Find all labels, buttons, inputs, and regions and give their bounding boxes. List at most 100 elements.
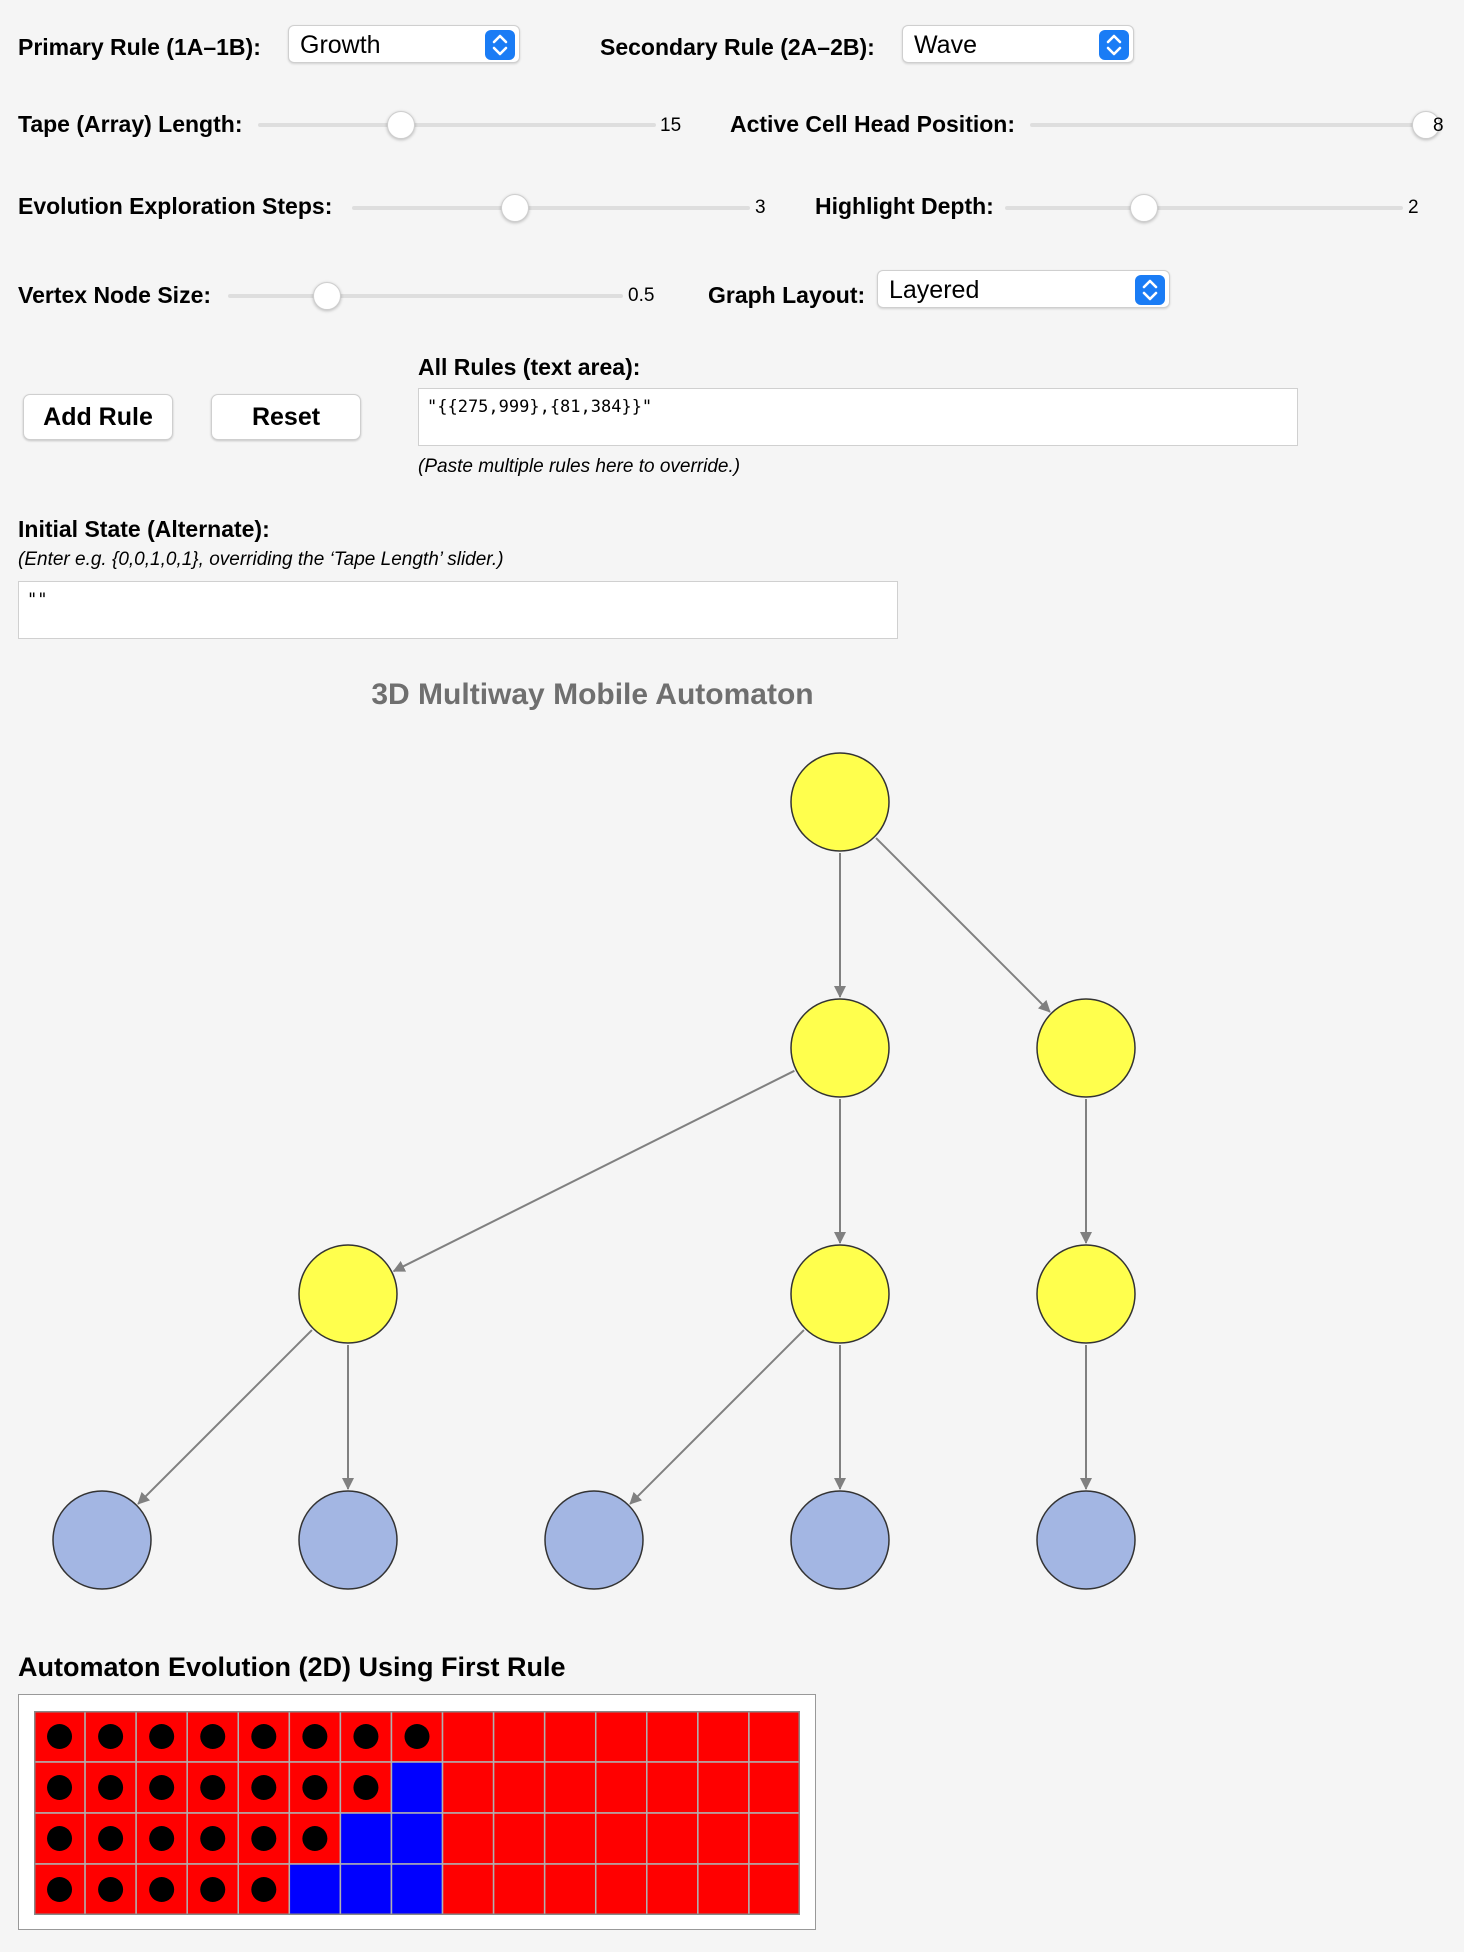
graph-edge	[629, 1329, 805, 1505]
graph-edge	[392, 1069, 795, 1273]
tape-length-slider-thumb[interactable]	[387, 111, 416, 139]
reset-button[interactable]: Reset	[211, 394, 361, 440]
evolution-dot	[251, 1724, 277, 1749]
evolution-cell	[697, 1711, 750, 1763]
evolution-dot	[47, 1826, 73, 1851]
evolution-cell	[441, 1863, 495, 1915]
evolution-array-plot	[34, 1711, 800, 1915]
graph-node	[1036, 1490, 1136, 1590]
evolution-cell	[646, 1711, 699, 1763]
head-position-slider[interactable]	[1030, 111, 1440, 139]
initial-state-label: Initial State (Alternate):	[18, 516, 270, 542]
evolution-title: Automaton Evolution (2D) Using First Rul…	[18, 1652, 566, 1682]
evolution-cell	[390, 1761, 444, 1814]
evolution-cell	[697, 1863, 750, 1915]
evolution-dot	[47, 1724, 73, 1749]
evolution-cell	[543, 1711, 597, 1763]
graph-node	[52, 1490, 152, 1590]
evolution-dot	[98, 1877, 124, 1902]
updown-chevron-icon	[485, 30, 515, 60]
evolution-dot	[302, 1775, 328, 1800]
evolution-cell	[748, 1812, 800, 1865]
head-position-value: 8	[1433, 115, 1444, 136]
graph-layout-select[interactable]: Layered	[877, 270, 1170, 308]
highlight-depth-value: 2	[1408, 197, 1419, 218]
tape-length-label: Tape (Array) Length:	[18, 111, 243, 137]
graph-layout-value: Layered	[889, 276, 980, 304]
highlight-depth-slider-thumb[interactable]	[1130, 194, 1159, 222]
evolution-dot	[353, 1724, 379, 1749]
highlight-depth-label: Highlight Depth:	[815, 193, 994, 219]
evolution-cell	[748, 1761, 800, 1814]
initial-state-input[interactable]: ""	[18, 581, 898, 639]
evolution-dot	[200, 1877, 226, 1902]
evolution-cell	[492, 1761, 546, 1814]
evolution-cell	[646, 1812, 699, 1865]
evolution-cell	[288, 1863, 342, 1915]
all-rules-note: (Paste multiple rules here to override.)	[418, 456, 741, 477]
graph-node	[298, 1244, 398, 1344]
evolution-cell	[339, 1863, 393, 1915]
exploration-steps-label: Evolution Exploration Steps:	[18, 193, 333, 219]
evolution-dot	[98, 1826, 124, 1851]
evolution-dot	[251, 1775, 277, 1800]
graph-node	[790, 998, 890, 1098]
evolution-cell	[492, 1812, 546, 1865]
evolution-cell	[594, 1812, 648, 1865]
graph-layout-label: Graph Layout:	[708, 282, 866, 308]
evolution-dot	[149, 1826, 175, 1851]
evolution-dot	[149, 1724, 175, 1749]
primary-rule-value: Growth	[300, 31, 381, 59]
evolution-cell	[441, 1711, 495, 1763]
all-rules-textarea[interactable]: "{{275,999},{81,384}}"	[418, 388, 1298, 446]
evolution-dot	[47, 1775, 73, 1800]
node-size-label: Vertex Node Size:	[18, 282, 212, 308]
evolution-cell	[748, 1711, 800, 1763]
evolution-cell	[594, 1761, 648, 1814]
evolution-cell	[748, 1863, 800, 1915]
evolution-cell	[594, 1863, 648, 1915]
graph-node	[790, 1244, 890, 1344]
all-rules-label: All Rules (text area):	[418, 354, 641, 380]
highlight-depth-slider[interactable]	[1005, 194, 1403, 222]
evolution-dot	[200, 1775, 226, 1800]
evolution-cell	[492, 1863, 546, 1915]
evolution-dot	[302, 1724, 328, 1749]
graph-node	[790, 752, 890, 852]
head-position-slider-thumb[interactable]	[1412, 111, 1440, 139]
evolution-dot	[98, 1775, 124, 1800]
secondary-rule-label: Secondary Rule (2A–2B):	[600, 34, 875, 60]
evolution-cell	[339, 1812, 393, 1865]
secondary-rule-select[interactable]: Wave	[902, 25, 1134, 63]
multiway-graph	[52, 752, 1136, 1590]
add-rule-button[interactable]: Add Rule	[23, 394, 173, 440]
node-size-slider[interactable]	[228, 282, 623, 310]
updown-chevron-icon	[1135, 275, 1165, 305]
evolution-dot	[200, 1724, 226, 1749]
evolution-dot	[353, 1775, 379, 1800]
evolution-cell	[492, 1711, 546, 1763]
exploration-steps-value: 3	[755, 197, 766, 218]
graph-title: 3D Multiway Mobile Automaton	[371, 678, 814, 711]
graph-edge	[875, 837, 1051, 1013]
graph-node	[544, 1490, 644, 1590]
node-size-value: 0.5	[628, 285, 655, 306]
primary-rule-select[interactable]: Growth	[288, 25, 520, 63]
evolution-cell	[84, 1812, 137, 1865]
evolution-dot	[200, 1826, 226, 1851]
evolution-cell	[390, 1863, 444, 1915]
node-size-slider-thumb[interactable]	[312, 282, 341, 310]
initial-state-note: (Enter e.g. {0,0,1,0,1}, overriding the …	[18, 549, 504, 570]
graph-node	[298, 1490, 398, 1590]
evolution-dot	[149, 1877, 175, 1902]
evolution-dot	[302, 1826, 328, 1851]
evolution-dot	[404, 1724, 430, 1749]
exploration-steps-slider-thumb[interactable]	[501, 194, 530, 222]
tape-length-slider[interactable]	[258, 111, 656, 139]
graph-edge	[137, 1329, 313, 1505]
evolution-cell	[594, 1711, 648, 1763]
evolution-dot	[98, 1724, 124, 1749]
evolution-dot	[251, 1826, 277, 1851]
exploration-steps-slider[interactable]	[352, 194, 750, 222]
